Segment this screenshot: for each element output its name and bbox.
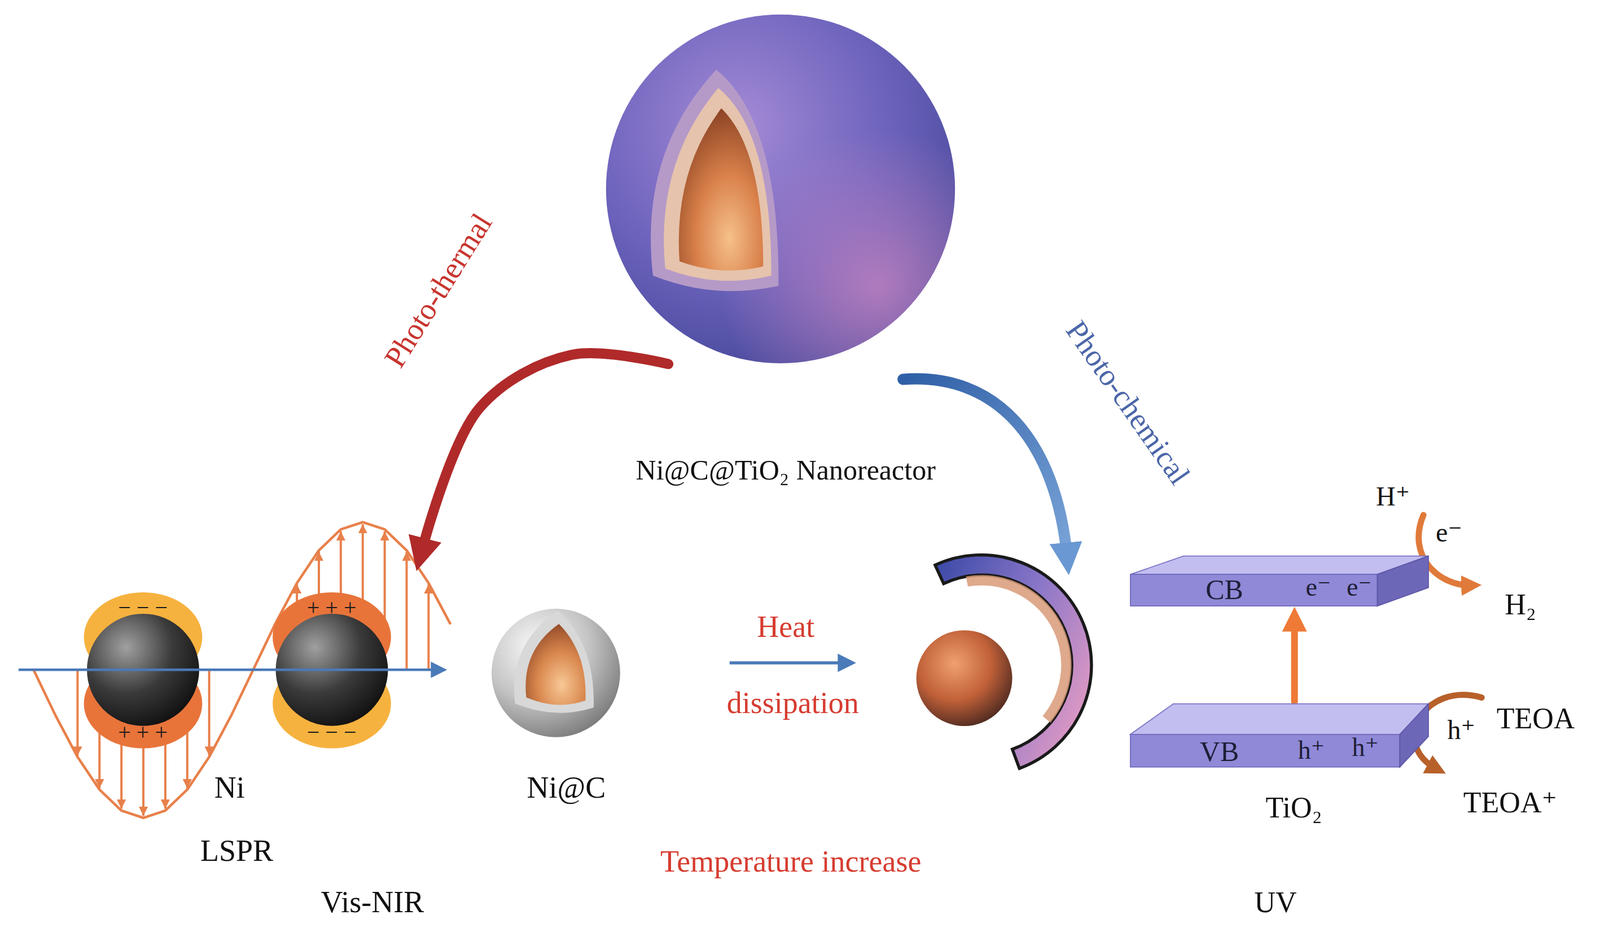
slab-side — [1377, 555, 1429, 607]
process-label: Photo-thermal — [378, 207, 499, 374]
nickel-core — [525, 624, 586, 705]
nickel-core — [916, 630, 1013, 727]
propagation-axis — [18, 668, 440, 672]
line-part — [76, 670, 79, 757]
species-label: H₂ — [1504, 588, 1537, 621]
broken-sphere — [916, 555, 1092, 769]
process-label: dissipation — [726, 687, 859, 721]
node-label: h⁺ — [1298, 736, 1325, 766]
light-range: UV — [1254, 886, 1297, 919]
line-part — [427, 584, 430, 671]
nickel-core — [678, 108, 764, 271]
line-part — [405, 551, 409, 671]
shell-cut — [650, 69, 779, 292]
connector-arrow — [1291, 619, 1299, 703]
species-label: TEOA — [1496, 703, 1576, 736]
conduction-band: CB e⁻ e⁻ — [1130, 554, 1429, 608]
node-label: Ni — [214, 772, 245, 806]
node-label: Ni@C — [527, 772, 607, 806]
heat-arrow — [729, 661, 848, 665]
effect-label: LSPR — [200, 835, 274, 869]
species-label: TEOA⁺ — [1463, 786, 1558, 819]
light-range: Vis-NIR — [321, 886, 425, 920]
core-shell-sphere: Ni@C — [491, 608, 621, 738]
connector-arrow — [420, 353, 669, 555]
slab-front — [1130, 574, 1378, 607]
nickel-particles: Ni — [81, 571, 440, 760]
carbon-cut — [663, 87, 772, 281]
shell-tint — [606, 14, 955, 363]
node-label: e⁻ — [1346, 573, 1372, 603]
node-label: e⁻ — [1305, 573, 1332, 603]
node-outline — [1130, 554, 1429, 608]
effect-label: Temperature increase — [660, 845, 922, 879]
node-outline — [491, 608, 621, 738]
nanoreactor-sphere: Ni@C@TiO₂ Nanoreactor — [605, 13, 957, 365]
node-label: CB — [1205, 573, 1244, 606]
process-label: Photo-chemical — [1058, 314, 1196, 492]
node-outline — [1130, 702, 1429, 768]
process-label: Heat — [756, 610, 815, 644]
species-label: h⁺ — [1447, 715, 1475, 746]
shell-cut — [514, 611, 594, 714]
node-label: h⁺ — [1352, 733, 1379, 763]
slab-top — [1130, 703, 1429, 735]
node-outline — [605, 13, 957, 365]
material-label: TiO₂ — [1265, 791, 1323, 824]
species-label: H⁺ — [1375, 481, 1410, 512]
valence-band: VB h⁺ h⁺ — [1130, 702, 1429, 768]
species-label: e⁻ — [1435, 517, 1463, 548]
node-label: Ni@C@TiO₂ Nanoreactor — [636, 454, 936, 486]
tio2-shell — [606, 14, 955, 363]
slab-side — [1400, 703, 1429, 767]
carbon-shell — [491, 608, 621, 738]
node-label: VB — [1199, 736, 1239, 768]
line-part — [208, 670, 211, 757]
node-outline — [81, 571, 440, 760]
